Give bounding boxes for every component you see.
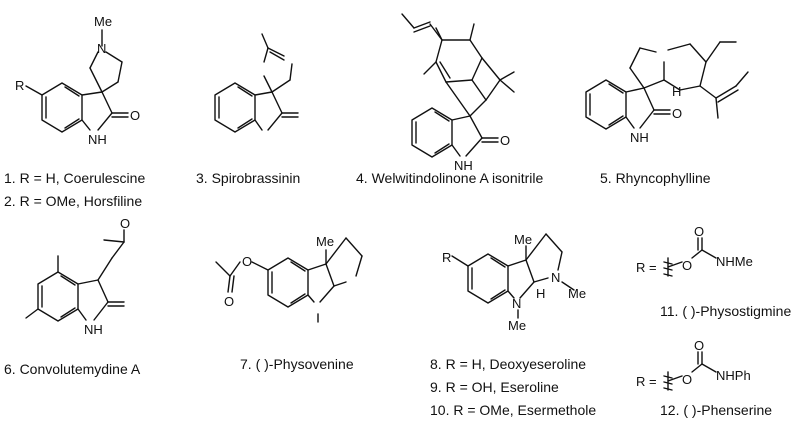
label-o: O — [130, 108, 140, 123]
label-me: Me — [94, 14, 112, 29]
structure-spirobrassinin — [214, 33, 299, 133]
caption-spirobrassinin: 3. Spirobrassinin — [196, 170, 300, 186]
label-o2: O — [224, 294, 234, 309]
label-o: O — [672, 106, 682, 121]
label-o: O — [682, 258, 692, 273]
caption-deoxyeseroline: 8. R = H, Deoxyeseroline — [430, 356, 586, 372]
label-r-eq: R = — [636, 260, 657, 275]
label-h: H — [672, 84, 681, 99]
label-n: N — [97, 41, 106, 56]
structure-coerulescine: Me N R O NH — [15, 14, 140, 147]
label-r: R — [442, 250, 451, 265]
structure-convolutemydine: O NH — [25, 216, 130, 337]
caption-physovenine: 7. ( )-Physovenine — [240, 356, 354, 372]
label-me2: Me — [568, 286, 586, 301]
structure-physovenine: O O Me — [215, 234, 363, 323]
label-nhme: NHMe — [716, 254, 753, 269]
label-nh: NH — [88, 132, 107, 147]
label-h: H — [536, 286, 545, 301]
label-nh: NH — [630, 130, 649, 145]
label-n1: N — [551, 270, 560, 285]
label-me3: Me — [508, 318, 526, 333]
caption-eseroline: 9. R = OH, Eseroline — [430, 379, 559, 395]
label-me: Me — [514, 232, 532, 247]
label-o: O — [682, 372, 692, 387]
caption-welwitindolinone: 4. Welwitindolinone A isonitrile — [356, 170, 544, 186]
label-o: O — [242, 254, 252, 269]
label-r-eq: R = — [636, 374, 657, 389]
caption-horsfiline: 2. R = OMe, Horsfiline — [4, 193, 142, 209]
label-o: O — [120, 216, 130, 231]
label-o: O — [500, 133, 510, 148]
caption-esermethole: 10. R = OMe, Esermethole — [430, 402, 596, 418]
caption-convolutemydine: 6. Convolutemydine A — [4, 361, 141, 377]
label-nhph: NHPh — [716, 368, 751, 383]
label-n2: N — [512, 296, 521, 311]
label-r: R — [15, 78, 24, 93]
structure-physostigmine-substituent: R = O O NHMe — [636, 224, 753, 277]
caption-coerulescine: 1. R = H, Coerulescine — [4, 170, 145, 186]
label-o2: O — [694, 224, 704, 239]
structure-rhyncophylline: H O NH — [585, 41, 749, 145]
label-o2: O — [694, 338, 704, 353]
structure-eseroline: R Me N H Me N Me — [442, 232, 586, 333]
structure-welwitindolinone: O NH — [401, 13, 515, 173]
label-nh: NH — [84, 322, 103, 337]
caption-rhyncophylline: 5. Rhyncophylline — [600, 170, 711, 186]
caption-phenserine: 12. ( )-Phenserine — [660, 402, 772, 418]
structure-phenserine-substituent: R = O O NHPh — [636, 338, 751, 391]
caption-physostigmine: 11. ( )-Physostigmine — [660, 303, 791, 319]
label-nh: NH — [454, 158, 473, 173]
label-me: Me — [316, 234, 334, 249]
